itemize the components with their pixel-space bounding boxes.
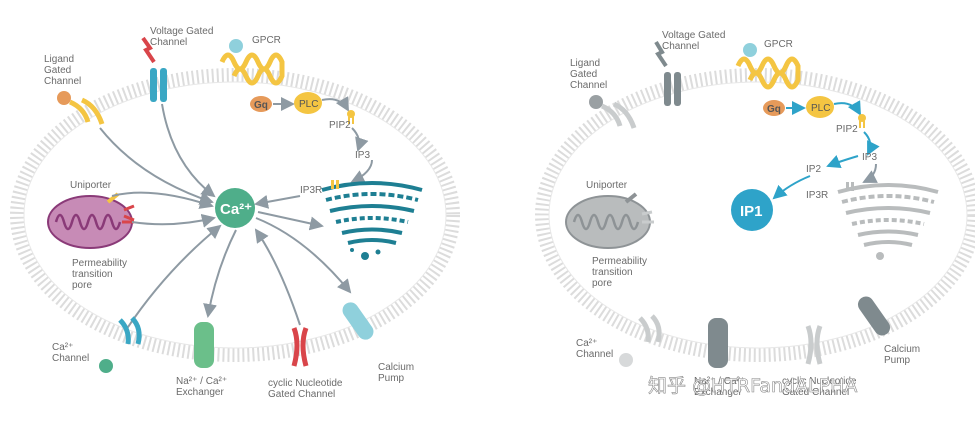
left-label-ip3: IP3 [355, 150, 370, 161]
left-label-pip2: PIP2 [329, 120, 351, 131]
left-label-gpcr: GPCR [252, 35, 281, 46]
right-ip3r-icon [846, 182, 854, 191]
left-arrows-to-ca [99, 103, 301, 331]
left-label-ca: Ca²⁺ [220, 201, 252, 218]
right-pip2-icon [858, 114, 866, 128]
left-label-ca-channel: Ca²⁺Channel [52, 342, 89, 364]
right-label-ip2: IP2 [806, 164, 821, 175]
right-label-uniporter: Uniporter [586, 180, 628, 191]
left-gpcr-ligand [229, 39, 243, 53]
left-gq-node [250, 96, 272, 112]
right-ca-channel: Ca²⁺Channel [576, 314, 662, 367]
left-label-uniporter: Uniporter [70, 180, 112, 191]
right-label-plc: PLC [811, 103, 830, 114]
right-label-pip2: PIP2 [836, 124, 858, 135]
left-plc-node [294, 92, 322, 114]
right-gpcr: GPCR [735, 39, 801, 90]
left-ca-channel: Ca²⁺Channel [52, 316, 142, 373]
left-endoplasmic-reticulum [321, 180, 423, 260]
right-endoplasmic-reticulum [837, 182, 939, 260]
right-mitochondrion [565, 192, 654, 249]
right-label-na-ca-exchanger: Na²⁺ / Ca²⁺Exchanger [694, 376, 745, 398]
left-ca-node [215, 188, 255, 228]
left-label-gq: Gq [254, 100, 268, 111]
right-label-ip3: IP3 [862, 152, 877, 163]
left-label-ip3r: IP3R [300, 185, 322, 196]
left-label-na-ca-exchanger: Na²⁺ / Ca²⁺Exchanger [176, 376, 227, 398]
lightning-icon [141, 36, 156, 64]
watermark-text: 知乎 @HTRFandALPHA [648, 375, 857, 397]
right-label-ip3r: IP3R [806, 190, 828, 201]
left-label-plc: PLC [299, 99, 318, 110]
right-label-ip1: IP1 [740, 203, 763, 220]
right-label-gq: Gq [767, 104, 781, 115]
right-gq-node [763, 100, 785, 116]
right-label-gpcr: GPCR [764, 39, 793, 50]
right-ip1-node [731, 189, 773, 231]
left-gpcr: GPCR [219, 35, 285, 86]
left-ip3r-icon [331, 180, 339, 189]
lightning-icon-grey [654, 40, 668, 68]
right-label-ca-channel: Ca²⁺Channel [576, 338, 613, 360]
left-arrows-from-ca [203, 211, 352, 318]
right-plc-node [806, 96, 834, 118]
left-na-ca-exchanger: Na²⁺ / Ca²⁺Exchanger [176, 322, 227, 398]
left-pip2-icon [347, 110, 355, 124]
left-mitochondrion [47, 192, 135, 249]
right-na-ca-exchanger: Na²⁺ / Ca²⁺Exchanger [694, 318, 745, 398]
